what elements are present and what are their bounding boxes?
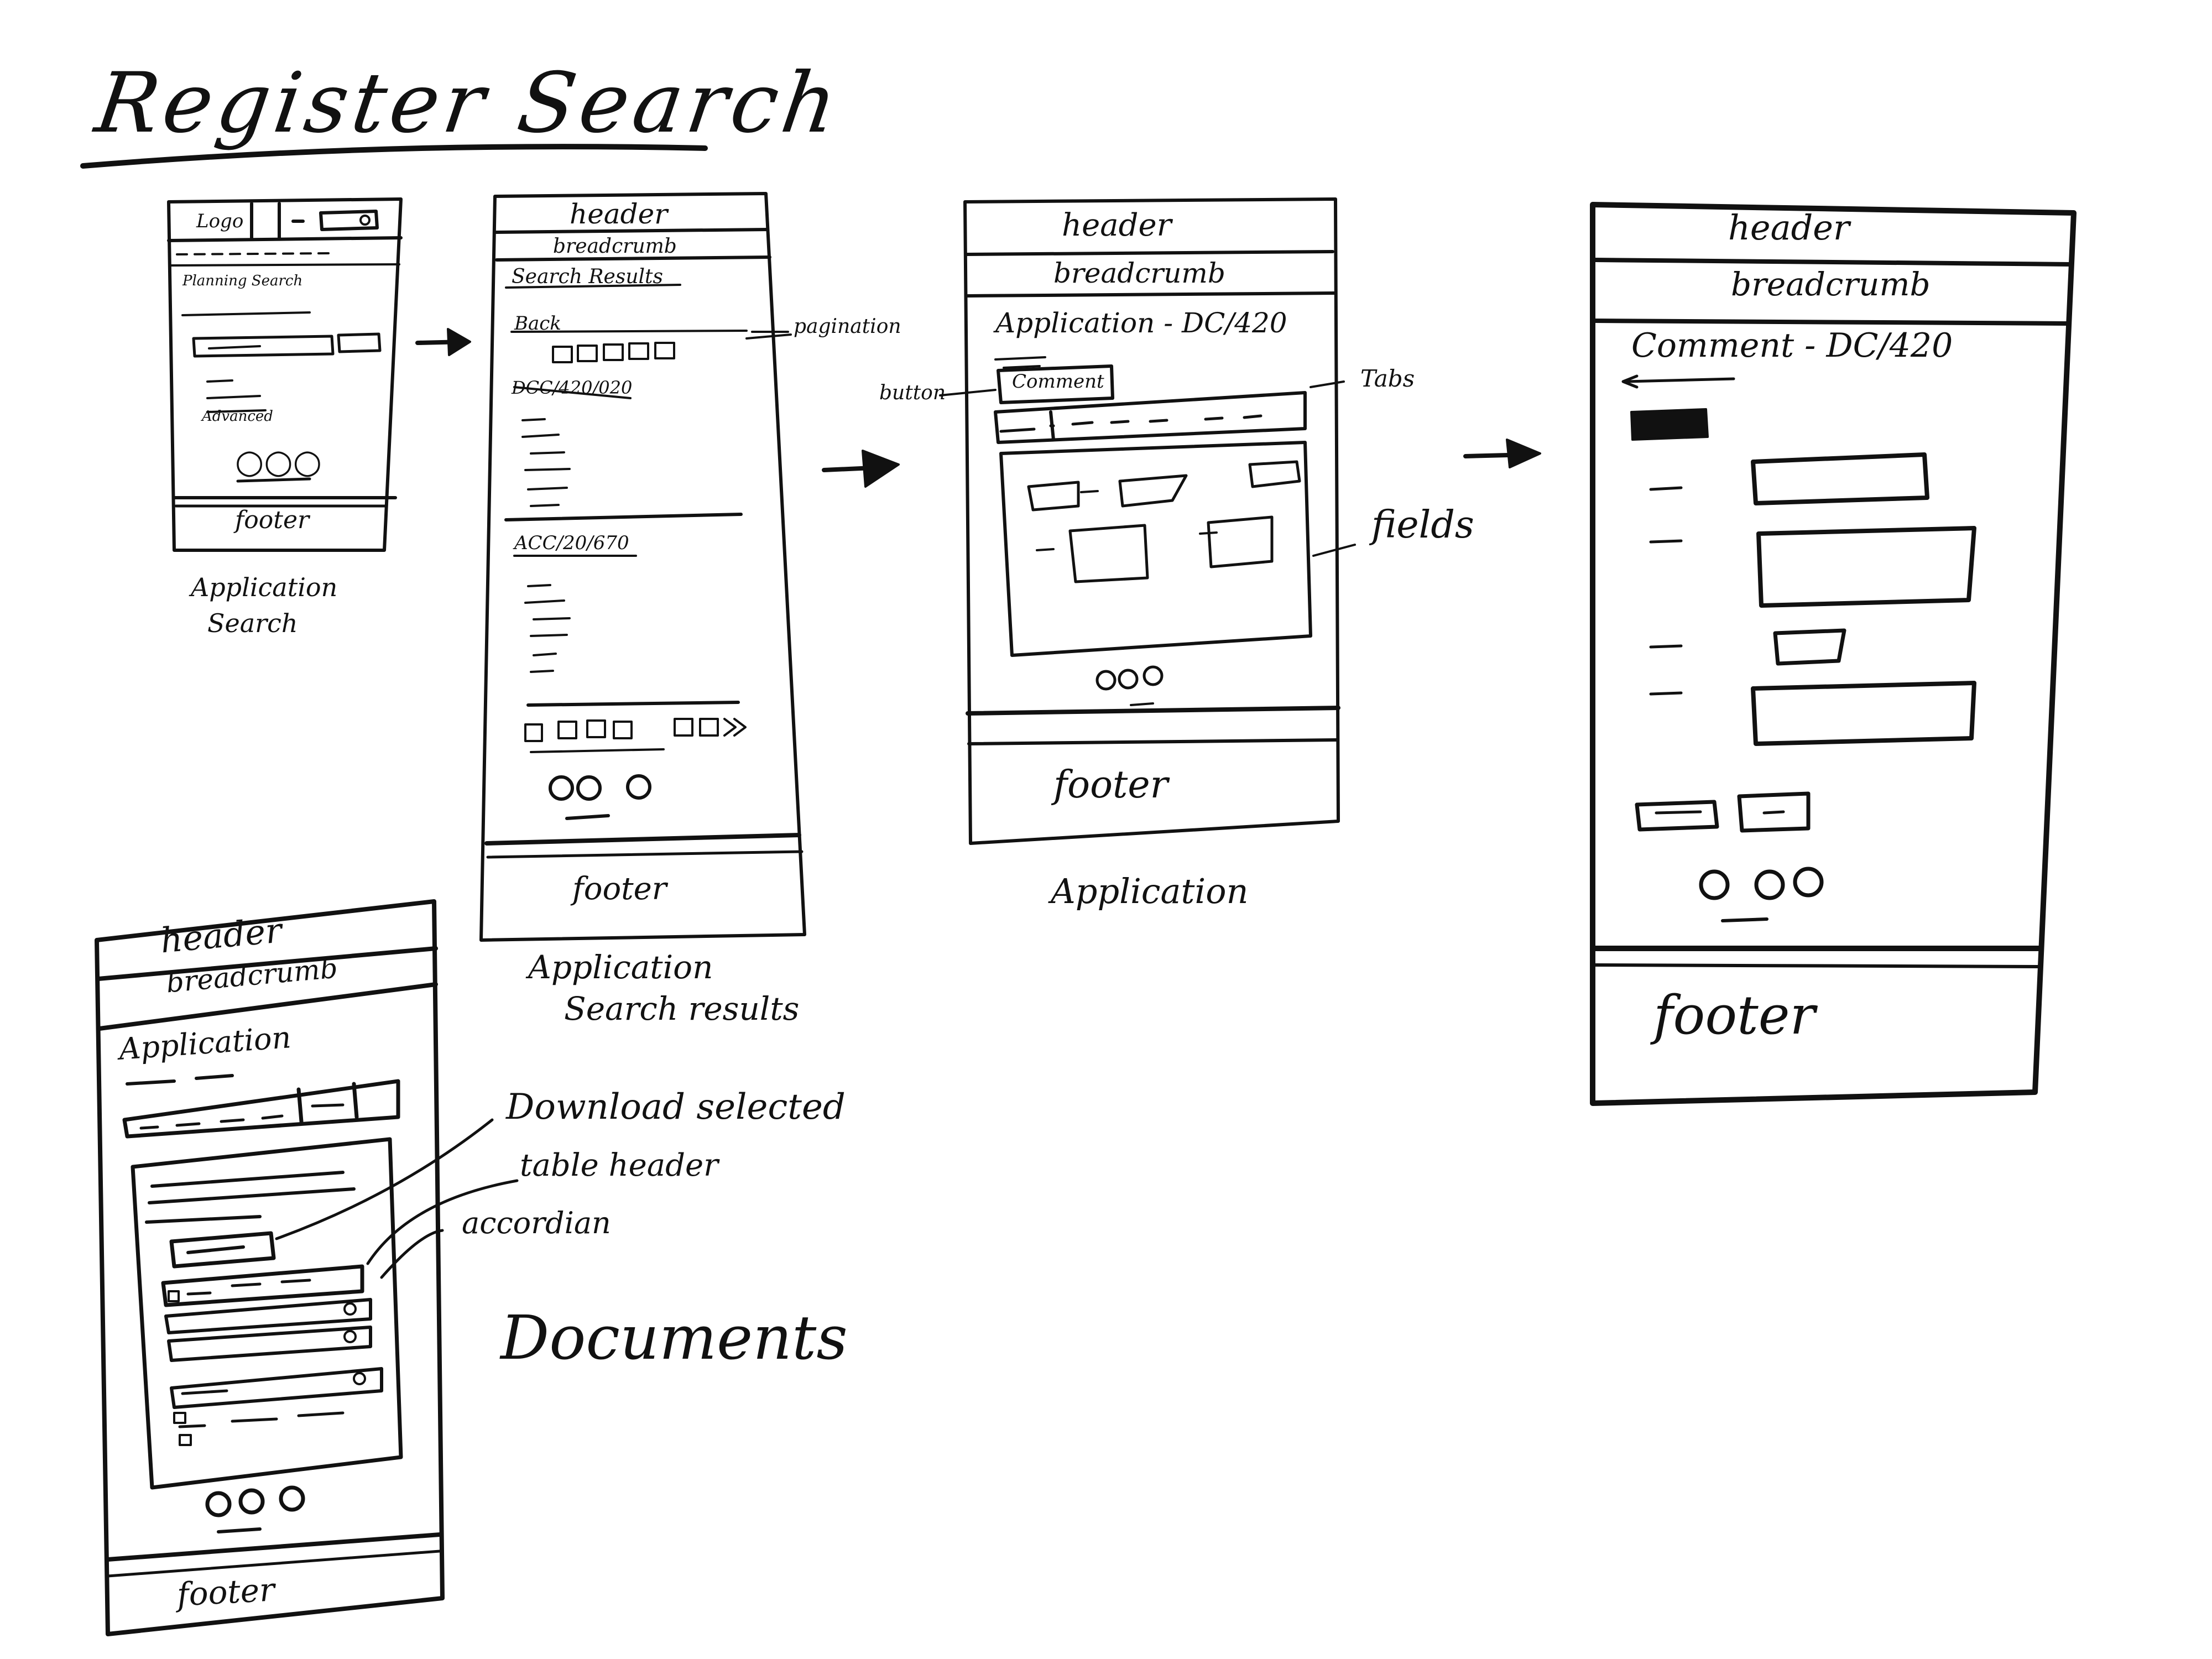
screen-comment (1590, 202, 2077, 1106)
annotation-table-header: table header (520, 1147, 718, 1183)
comment-button[interactable]: Comment (1012, 371, 1104, 393)
screen3-header: header (1062, 207, 1172, 243)
result-1-title[interactable]: DCC/420/020 (512, 377, 633, 398)
screen4-footer: footer (1653, 984, 1815, 1046)
screen-application-search (167, 197, 403, 552)
screen3-caption: Application (1051, 871, 1249, 911)
screen4-breadcrumb[interactable]: breadcrumb (1731, 265, 1931, 303)
screen1-footer: footer (235, 506, 310, 534)
logo-label: Logo (196, 210, 244, 232)
annotation-button: button (879, 382, 946, 404)
documents-caption: Documents (500, 1302, 848, 1373)
screen2-footer: footer (572, 871, 667, 907)
screen5-footer: footer (176, 1571, 276, 1614)
screen4-header: header (1728, 207, 1850, 248)
screen-documents (95, 899, 445, 1636)
back-link[interactable]: Back (514, 312, 561, 335)
screen-application (963, 197, 1340, 845)
screen1-caption-line1: Application (191, 572, 338, 602)
screen2-caption-line1: Application (528, 948, 713, 986)
planning-search-heading: Planning Search (182, 273, 303, 289)
annotation-pagination: pagination (794, 315, 901, 338)
screen2-header: header (570, 198, 668, 230)
advanced-link[interactable]: Advanced (202, 408, 273, 425)
annotation-accordion: accordian (462, 1206, 611, 1240)
screen3-footer: footer (1053, 763, 1168, 807)
screen1-caption-line2: Search (207, 608, 298, 638)
pager-dots: ○○○ (235, 442, 322, 481)
screen-search-results (479, 192, 806, 942)
screen3-breadcrumb[interactable]: breadcrumb (1053, 257, 1225, 289)
annotation-download-selected: Download selected (506, 1087, 846, 1128)
screen2-breadcrumb[interactable]: breadcrumb (553, 235, 677, 258)
search-results-heading: Search Results (512, 265, 663, 288)
application-heading: Application - DC/420 (995, 307, 1287, 339)
annotation-tabs: Tabs (1360, 365, 1415, 392)
screen2-caption-line2: Search results (564, 990, 800, 1027)
annotation-fields: fields (1371, 503, 1474, 547)
result-2-title[interactable]: ACC/20/670 (514, 532, 629, 554)
comment-heading: Comment - DC/420 (1631, 326, 1953, 365)
page-title: Register Search (90, 55, 847, 152)
